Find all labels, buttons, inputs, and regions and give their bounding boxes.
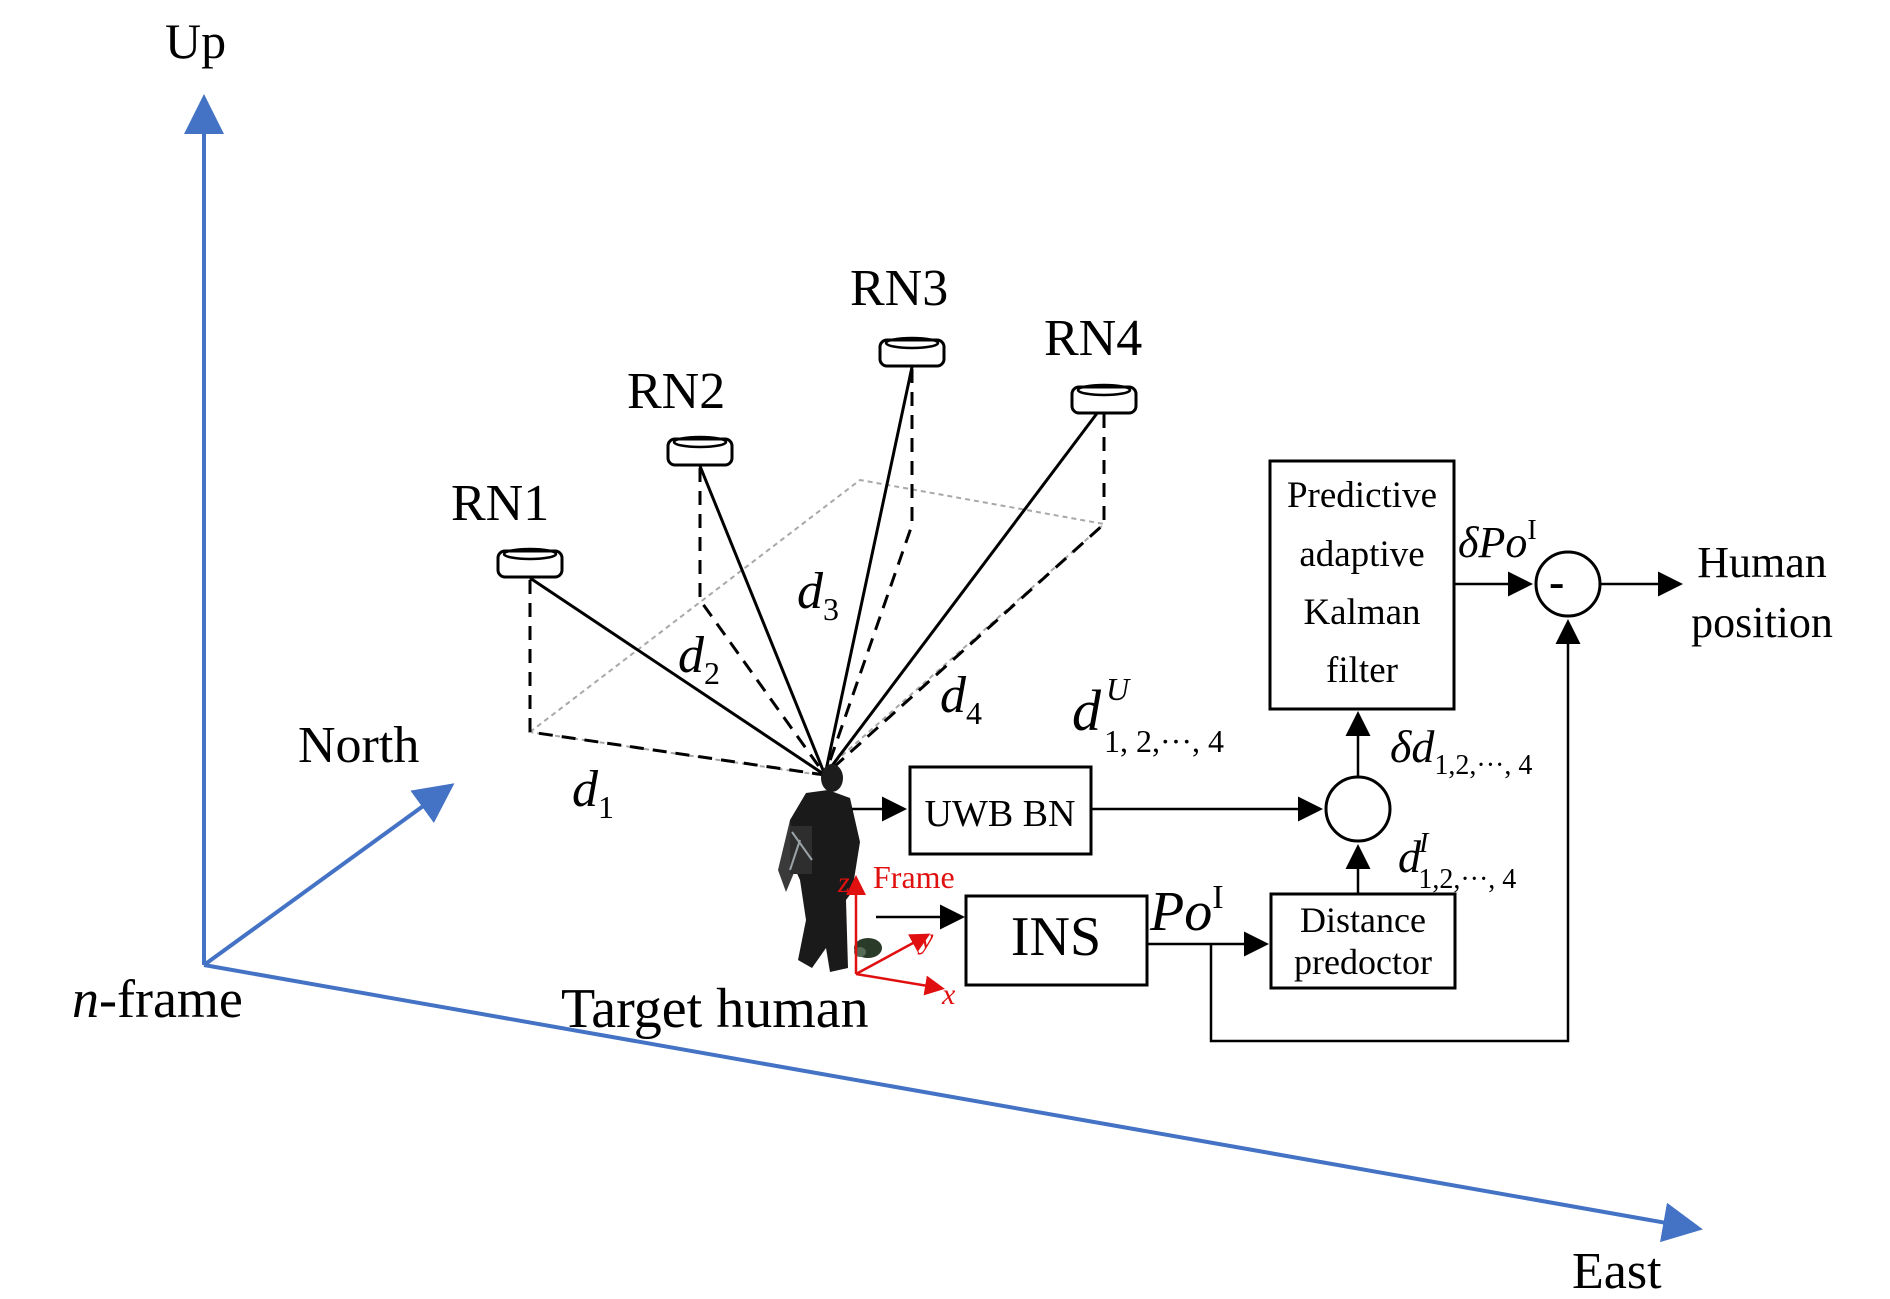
ins-position-feedback-line (1209, 619, 1581, 1043)
body-y-label: y (917, 922, 934, 955)
svg-text:d: d (1072, 678, 1102, 743)
delta-distance-label: δd1,2,···, 4 (1390, 721, 1532, 781)
distance-label-d4: d4 (940, 667, 982, 731)
distance-label-d2: d2 (678, 627, 720, 691)
body-y-axis (855, 933, 931, 976)
rn2-label: RN2 (627, 363, 725, 420)
minus-sign: - (1549, 556, 1564, 607)
antenna-icon (878, 336, 946, 368)
human-position-label-line1: Human (1697, 538, 1827, 587)
projection-lines (528, 369, 1106, 777)
n-frame-label: n-frame (72, 969, 243, 1029)
antenna-icon (1070, 383, 1138, 415)
up-label: Up (165, 13, 226, 69)
range-line-rn3 (823, 366, 914, 776)
reference-node-rn2: RN2 (627, 363, 734, 467)
ins-output-label: PoI (1149, 879, 1224, 943)
east-label: East (1572, 1243, 1662, 1299)
svg-text:U: U (1106, 671, 1131, 707)
n-frame-axes: Up North East n-frame (72, 13, 1703, 1299)
range-line-rn1 (529, 576, 826, 777)
uwb-distance-label: d U 1, 2,···, 4 (1072, 671, 1224, 759)
range-line-rn2 (698, 465, 827, 776)
east-axis (203, 963, 1703, 1243)
body-x-label: x (941, 978, 956, 1011)
ins-block (964, 894, 1149, 987)
output-junction (1534, 550, 1602, 618)
projection-rn4 (823, 414, 1106, 777)
kalman-filter-block (1268, 459, 1456, 711)
rn4-label: RN4 (1044, 310, 1142, 367)
kalman-label-line1: Predictive (1287, 475, 1437, 516)
target-human-label: Target human (561, 978, 869, 1040)
body-frame-label: Frame (873, 859, 955, 895)
body-frame: z y x Frame (837, 859, 956, 1011)
difference-junction (1324, 775, 1392, 843)
distance-predictor-label-line1: Distance (1300, 900, 1426, 940)
rn1-label: RN1 (451, 475, 549, 532)
rn3-label: RN3 (850, 260, 948, 317)
ins-label: INS (1011, 906, 1101, 968)
antenna-icon (496, 547, 564, 579)
reference-node-rn1: RN1 (451, 475, 564, 579)
antenna-icon (666, 435, 734, 467)
range-line-rn4 (823, 411, 1100, 776)
ground-plane-outline (527, 478, 1107, 777)
body-z-label: z (837, 866, 850, 899)
reference-node-rn4: RN4 (1044, 310, 1142, 415)
body-x-axis (855, 972, 945, 996)
reference-node-rn3: RN3 (850, 260, 948, 368)
distance-predictor-block (1269, 892, 1457, 990)
target-human-figure (778, 764, 882, 972)
human-position-label-line2: position (1691, 598, 1833, 647)
north-axis (202, 783, 455, 967)
kalman-label-line4: filter (1326, 650, 1398, 691)
distance-label-d3: d3 (797, 563, 839, 627)
range-lines (529, 366, 1100, 777)
uwb-bn-block (908, 765, 1093, 856)
uwb-bn-label: UWB BN (925, 793, 1076, 835)
north-label: North (298, 717, 419, 774)
svg-text:1, 2,···, 4: 1, 2,···, 4 (1104, 723, 1224, 759)
projection-rn3 (823, 369, 914, 776)
distance-predictor-label-line2: predoctor (1294, 942, 1432, 982)
distance-label-d1: d1 (572, 761, 614, 825)
kalman-label-line2: adaptive (1299, 534, 1424, 575)
kalman-label-line3: Kalman (1303, 592, 1420, 633)
projection-rn1 (528, 580, 826, 777)
delta-position-label: δPoI (1458, 515, 1537, 567)
